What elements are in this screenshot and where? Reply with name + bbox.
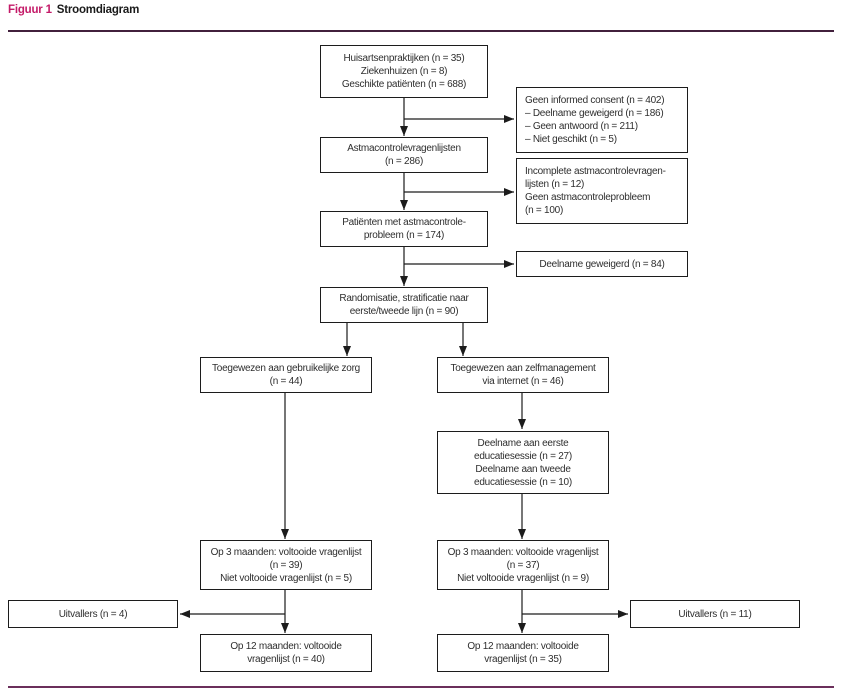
figure-label: Figuur 1 xyxy=(8,4,52,16)
node-dropouts-self: Uitvallers (n = 11) xyxy=(630,600,800,628)
node-randomisation: Randomisatie, stratificatie naar eerste/… xyxy=(320,287,488,323)
node-usual-care: Toegewezen aan gebruikelijke zorg (n = 4… xyxy=(200,357,372,393)
node-month3-usual: Op 3 maanden: voltooide vragenlijst (n =… xyxy=(200,540,372,590)
node-control-problem: Patiënten met astmacontrole- probleem (n… xyxy=(320,211,488,247)
top-rule xyxy=(8,30,834,32)
node-month12-usual: Op 12 maanden: voltooide vragenlijst (n … xyxy=(200,634,372,672)
node-incomplete-questionnaires: Incomplete astmacontrolevragen- lijsten … xyxy=(516,158,688,224)
node-month3-self: Op 3 maanden: voltooide vragenlijst (n =… xyxy=(437,540,609,590)
node-self-management: Toegewezen aan zelfmanagement via intern… xyxy=(437,357,609,393)
node-questionnaires: Astmacontrolevragenlijsten (n = 286) xyxy=(320,137,488,173)
node-participation-refused: Deelname geweigerd (n = 84) xyxy=(516,251,688,277)
node-recruitment: Huisartsenpraktijken (n = 35) Ziekenhuiz… xyxy=(320,45,488,98)
bottom-rule xyxy=(8,686,834,688)
node-education-sessions: Deelname aan eerste educatiesessie (n = … xyxy=(437,431,609,494)
node-month12-self: Op 12 maanden: voltooide vragenlijst (n … xyxy=(437,634,609,672)
figure-title: Stroomdiagram xyxy=(56,4,140,16)
node-no-informed-consent: Geen informed consent (n = 402) – Deelna… xyxy=(516,87,688,153)
node-dropouts-usual: Uitvallers (n = 4) xyxy=(8,600,178,628)
figure-caption: Figuur 1 Stroomdiagram xyxy=(8,4,139,16)
